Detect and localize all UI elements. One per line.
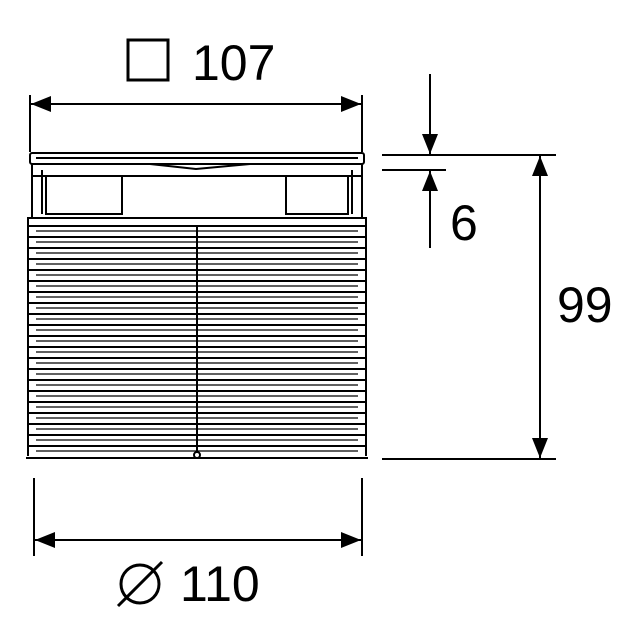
square-symbol-icon: [126, 38, 170, 82]
body-collar: [27, 217, 367, 227]
bottom-diameter-value: 110: [180, 556, 260, 612]
body-ribs: [28, 225, 366, 452]
total-height-value: 99: [557, 277, 613, 333]
diameter-symbol-icon: [116, 560, 164, 608]
grating-center-notch: [149, 163, 251, 171]
bottom-diameter-dimension: 110: [33, 478, 363, 612]
frame-window-right: [285, 175, 349, 215]
frame-window-left: [45, 175, 123, 215]
drain-body: [26, 152, 368, 459]
top-width-dimension: 107: [29, 35, 363, 152]
top-width-value: 107: [192, 35, 275, 91]
rim-height-value: 6: [450, 195, 478, 251]
height-dimensions: [382, 74, 556, 460]
frame-ring: [31, 163, 363, 219]
